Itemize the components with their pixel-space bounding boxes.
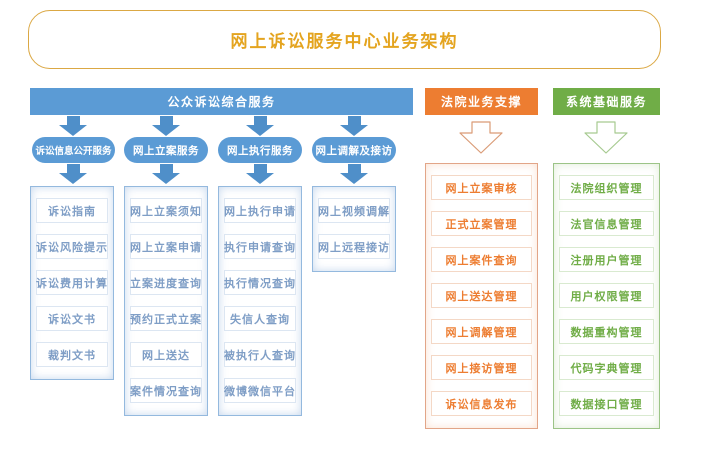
- service-item: 裁判文书: [36, 342, 108, 367]
- service-item: 网上远程接访: [318, 234, 390, 259]
- service-item: 网上案件查询: [431, 247, 532, 272]
- down-arrow-icon: [246, 116, 274, 136]
- hollow-down-arrow-icon: [459, 121, 503, 154]
- group-header-online-mediation-service: 网上调解及接访: [312, 137, 396, 163]
- service-item: 失信人查询: [224, 306, 296, 331]
- service-item: 注册用户管理: [559, 247, 654, 272]
- service-item: 执行申请查询: [224, 234, 296, 259]
- service-item: 诉讼风险提示: [36, 234, 108, 259]
- service-item: 诉讼指南: [36, 198, 108, 223]
- service-item: 网上立案申请: [130, 234, 202, 259]
- service-item: 网上接访管理: [431, 355, 532, 380]
- service-item: 网上执行申请: [224, 198, 296, 223]
- service-item: 正式立案管理: [431, 211, 532, 236]
- service-item: 预约正式立案: [130, 306, 202, 331]
- down-arrow-icon: [246, 164, 274, 184]
- service-item: 立案进度查询: [130, 270, 202, 295]
- service-item: 诉讼文书: [36, 306, 108, 331]
- section-header-public-services: 公众诉讼综合服务: [30, 88, 413, 115]
- section-header-system-base: 系统基础服务: [553, 88, 660, 115]
- service-item: 案件情况查询: [130, 378, 202, 403]
- service-item: 网上送达: [130, 342, 202, 367]
- group-header-litigation-info-service: 诉讼信息公开服务: [32, 137, 115, 163]
- service-item: 网上调解管理: [431, 319, 532, 344]
- group-header-online-enforcement-service: 网上执行服务: [218, 137, 302, 163]
- service-item: 网上送达管理: [431, 283, 532, 308]
- panel-litigation-info: 诉讼指南 诉讼风险提示 诉讼费用计算 诉讼文书 裁判文书: [30, 186, 114, 380]
- page-title: 网上诉讼服务中心业务架构: [230, 32, 459, 51]
- service-item: 代码字典管理: [559, 355, 654, 380]
- down-arrow-icon: [59, 116, 87, 136]
- service-item: 诉讼费用计算: [36, 270, 108, 295]
- panel-online-filing: 网上立案须知 网上立案申请 立案进度查询 预约正式立案 网上送达 案件情况查询: [124, 186, 208, 416]
- down-arrow-icon: [340, 164, 368, 184]
- service-item: 诉讼信息发布: [431, 391, 532, 416]
- group-header-online-filing-service: 网上立案服务: [124, 137, 208, 163]
- service-item: 用户权限管理: [559, 283, 654, 308]
- service-item: 被执行人查询: [224, 342, 296, 367]
- service-item: 网上视频调解: [318, 198, 390, 223]
- down-arrow-icon: [152, 164, 180, 184]
- service-item: 法官信息管理: [559, 211, 654, 236]
- panel-system-base: 法院组织管理 法官信息管理 注册用户管理 用户权限管理 数据重构管理 代码字典管…: [553, 163, 660, 429]
- panel-court-support: 网上立案审核 正式立案管理 网上案件查询 网上送达管理 网上调解管理 网上接访管…: [425, 163, 538, 429]
- service-item: 执行情况查询: [224, 270, 296, 295]
- down-arrow-icon: [340, 116, 368, 136]
- down-arrow-icon: [152, 116, 180, 136]
- title-box: 网上诉讼服务中心业务架构: [28, 10, 661, 69]
- service-item: 微博微信平台: [224, 378, 296, 403]
- service-item: 法院组织管理: [559, 175, 654, 200]
- section-header-court-support: 法院业务支撑: [425, 88, 538, 115]
- service-item: 网上立案须知: [130, 198, 202, 223]
- panel-online-mediation: 网上视频调解 网上远程接访: [312, 186, 396, 272]
- panel-online-enforcement: 网上执行申请 执行申请查询 执行情况查询 失信人查询 被执行人查询 微博微信平台: [218, 186, 302, 416]
- hollow-down-arrow-icon: [584, 121, 628, 154]
- service-item: 网上立案审核: [431, 175, 532, 200]
- service-item: 数据重构管理: [559, 319, 654, 344]
- down-arrow-icon: [59, 164, 87, 184]
- service-item: 数据接口管理: [559, 391, 654, 416]
